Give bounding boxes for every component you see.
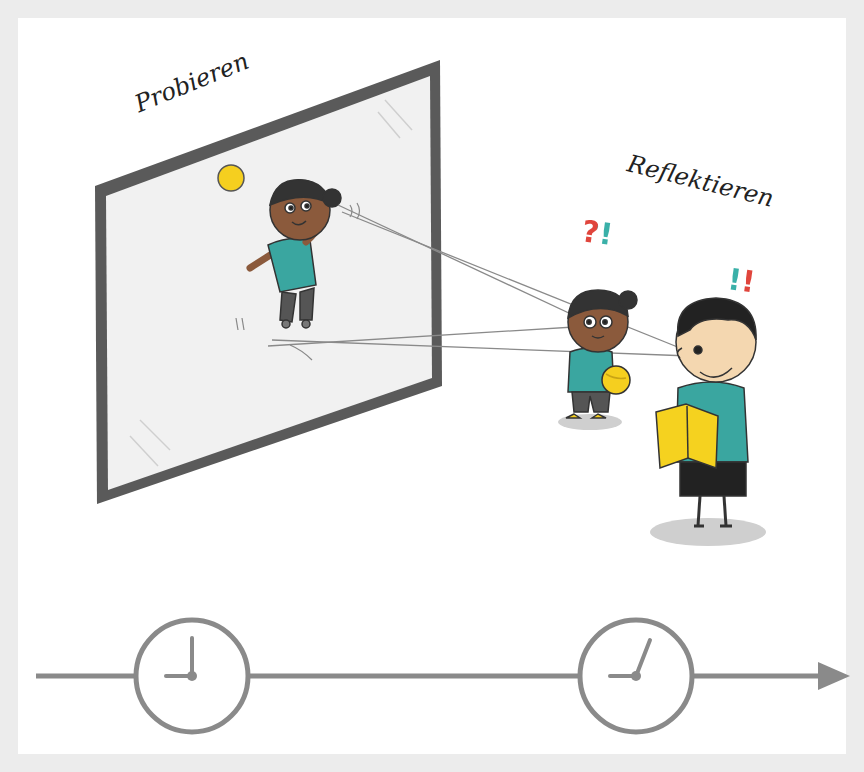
boy [656,298,756,526]
ball [218,165,244,191]
panel [18,18,846,754]
step-label: Probieren [131,48,253,118]
timeline [36,620,850,732]
thought-symbol: ?! [580,214,615,251]
motion-marks [236,203,360,360]
girl [566,290,637,418]
sight-lines [268,205,690,356]
glass-shine [130,100,412,466]
thought-symbol: !! [726,262,758,298]
mirror-glass [106,76,432,490]
clock [580,620,692,732]
step-label: Reflektieren [625,150,777,212]
shadow [650,518,766,546]
shadow [558,414,622,430]
clock [136,620,248,732]
mirror-frame [95,60,442,504]
reflected-girl [250,180,341,328]
